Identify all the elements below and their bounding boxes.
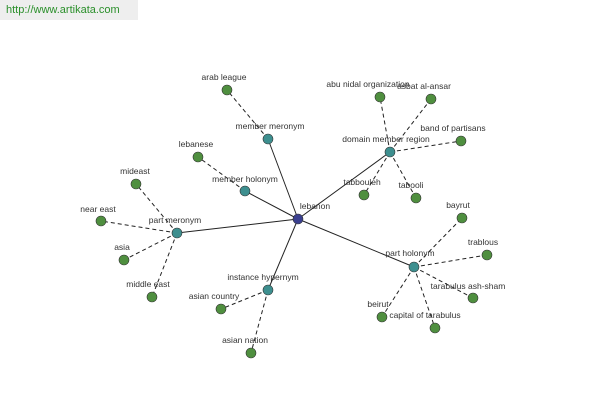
node-member-holonym[interactable] — [239, 185, 251, 197]
node-abu-nidal-organization[interactable] — [374, 91, 386, 103]
edge-part-meronym-mideast — [135, 183, 178, 234]
node-bayrut[interactable] — [456, 212, 468, 224]
label-band-of-partisans: band of partisans — [420, 123, 485, 133]
node-near-east[interactable] — [95, 215, 107, 227]
label-arab-league: arab league — [202, 72, 247, 82]
node-trablous[interactable] — [481, 249, 493, 261]
label-asbat-al-ansar: asbat al-ansar — [397, 81, 451, 91]
label-tabooli: tabooli — [398, 180, 423, 190]
node-tabooli[interactable] — [410, 192, 422, 204]
edge-lebanon-instance-hypernym — [267, 218, 299, 291]
edge-part-holonym-beirut — [381, 266, 415, 318]
edge-part-holonym-trablous — [413, 254, 488, 268]
label-tabbouleh: tabbouleh — [343, 177, 381, 187]
edge-domain-member-region-tabooli — [389, 151, 417, 199]
node-beirut[interactable] — [376, 311, 388, 323]
edge-lebanon-member-holonym — [244, 190, 299, 220]
label-middle-east: middle east — [126, 279, 170, 289]
edge-member-holonym-lebanese — [197, 156, 246, 192]
label-lebanese: lebanese — [179, 139, 214, 149]
node-capital-of-tarabulus[interactable] — [429, 322, 441, 334]
node-lebanon[interactable] — [292, 213, 304, 225]
node-member-meronym[interactable] — [262, 133, 274, 145]
node-tabbouleh[interactable] — [358, 189, 370, 201]
edge-domain-member-region-tabbouleh — [363, 151, 391, 196]
label-bayrut: bayrut — [446, 200, 470, 210]
label-asian-nation: asian nation — [222, 335, 268, 345]
node-lebanese[interactable] — [192, 151, 204, 163]
label-capital-of-tarabulus: capital of tarabulus — [389, 310, 460, 320]
edge-lebanon-part-meronym — [176, 218, 299, 234]
node-part-holonym[interactable] — [408, 261, 420, 273]
node-asian-nation[interactable] — [245, 347, 257, 359]
label-abu-nidal-organization: abu nidal organization — [326, 79, 409, 89]
edge-part-holonym-bayrut — [413, 217, 463, 268]
edge-lebanon-part-holonym — [297, 218, 415, 268]
label-tarabulus-ash-sham: tarabulus ash-sham — [431, 281, 506, 291]
label-member-holonym: member holonym — [212, 174, 278, 184]
label-lebanon: lebanon — [300, 201, 331, 211]
edge-part-holonym-capital-of-tarabulus — [413, 266, 436, 329]
node-part-meronym[interactable] — [171, 227, 183, 239]
node-middle-east[interactable] — [146, 291, 158, 303]
edge-member-meronym-arab-league — [226, 89, 269, 140]
label-instance-hypernym: instance hypernym — [227, 272, 298, 282]
node-asian-country[interactable] — [215, 303, 227, 315]
edge-domain-member-region-band-of-partisans — [389, 140, 462, 153]
node-tarabulus-ash-sham[interactable] — [467, 292, 479, 304]
label-part-holonym: part holonym — [385, 248, 434, 258]
label-domain-member-region: domain member region — [342, 134, 430, 144]
edge-instance-hypernym-asian-nation — [250, 289, 269, 354]
node-asia[interactable] — [118, 254, 130, 266]
edge-part-meronym-middle-east — [151, 232, 178, 298]
node-asbat-al-ansar[interactable] — [425, 93, 437, 105]
label-asia: asia — [114, 242, 130, 252]
node-domain-member-region[interactable] — [384, 146, 396, 158]
edge-lebanon-domain-member-region — [297, 151, 391, 220]
node-mideast[interactable] — [130, 178, 142, 190]
label-trablous: trablous — [468, 237, 498, 247]
label-part-meronym: part meronym — [149, 215, 201, 225]
edge-lebanon-member-meronym — [267, 138, 299, 220]
label-near-east: near east — [80, 204, 116, 214]
edge-domain-member-region-abu-nidal-organization — [379, 96, 391, 153]
edge-instance-hypernym-asian-country — [220, 289, 269, 310]
edge-part-meronym-asia — [123, 232, 178, 261]
node-band-of-partisans[interactable] — [455, 135, 467, 147]
node-arab-league[interactable] — [221, 84, 233, 96]
label-mideast: mideast — [120, 166, 150, 176]
graph-nodes — [95, 84, 493, 359]
graph-labels: member meronym arab league member holonym l… — [80, 72, 505, 345]
node-instance-hypernym[interactable] — [262, 284, 274, 296]
source-url[interactable]: http://www.artikata.com — [0, 0, 138, 20]
label-member-meronym: member meronym — [236, 121, 305, 131]
label-beirut: beirut — [367, 299, 389, 309]
label-asian-country: asian country — [189, 291, 240, 301]
graph-edges — [100, 89, 488, 354]
edge-part-meronym-near-east — [100, 220, 178, 234]
